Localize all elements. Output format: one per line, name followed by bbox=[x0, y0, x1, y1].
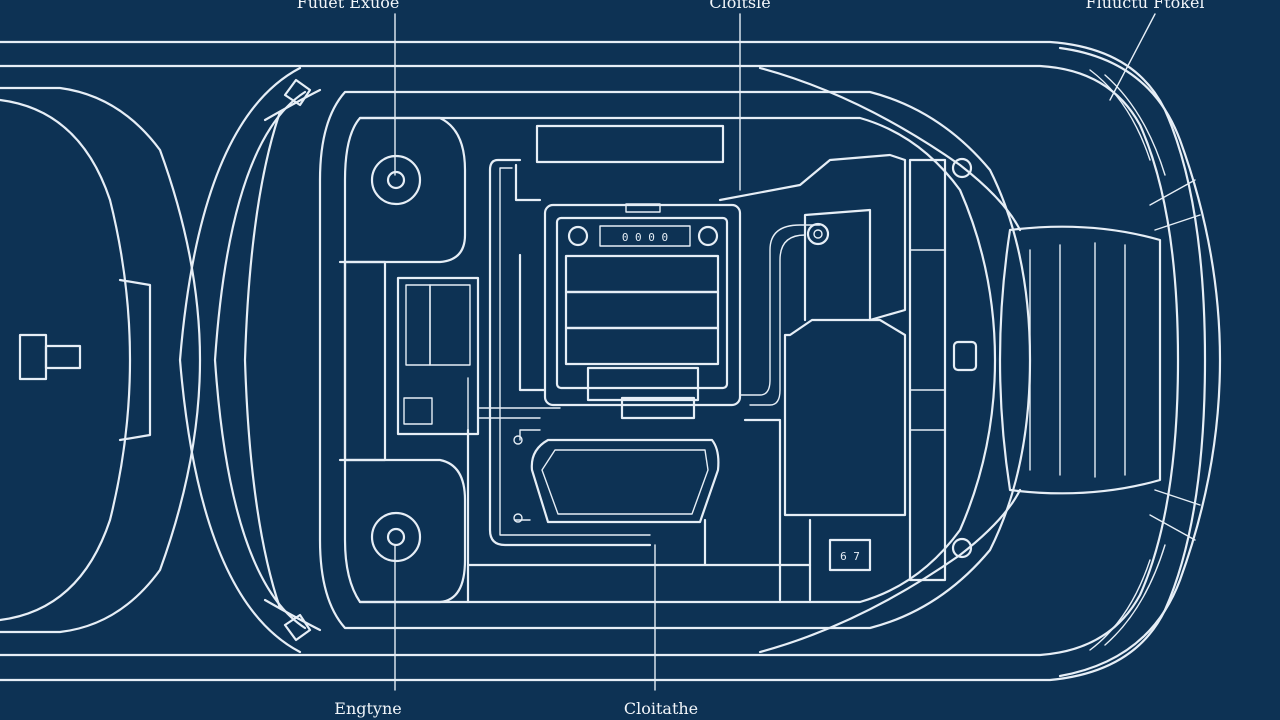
battery-terminal-left bbox=[567, 225, 589, 247]
hose-clip-1 bbox=[513, 435, 523, 445]
cabin-outline bbox=[0, 98, 132, 622]
strut-tower-top bbox=[338, 116, 467, 264]
fuse-box-inner bbox=[405, 284, 431, 366]
cowl-curve-3 bbox=[243, 110, 282, 610]
radiator-core bbox=[909, 249, 946, 431]
radiator-bolt-top bbox=[951, 157, 973, 179]
panel-tag: 6 7 bbox=[840, 550, 860, 563]
coolant-reservoir bbox=[530, 438, 720, 524]
wiring-harness-right bbox=[514, 163, 547, 392]
headlight-outline bbox=[998, 225, 1162, 495]
a-pillar-bottom bbox=[283, 613, 312, 642]
strut-mount-bottom-center bbox=[386, 527, 406, 547]
label-top-right: Fluuctu Ftokel bbox=[1085, 0, 1204, 12]
strut-tower-bottom bbox=[338, 458, 467, 604]
mirror-stem bbox=[44, 344, 82, 370]
fuse-box-inner-2 bbox=[429, 284, 471, 366]
wiring-harness-left-inner bbox=[499, 167, 651, 536]
engine-bay-inner bbox=[343, 116, 997, 604]
battery-cell-2 bbox=[564, 290, 720, 330]
intake-sensor-center bbox=[813, 229, 823, 239]
cowl-curve-outer bbox=[178, 66, 302, 654]
wiring-harness-left bbox=[488, 158, 652, 547]
battery bbox=[555, 216, 729, 390]
fuse-box-frame bbox=[343, 260, 387, 462]
front-grille-slats bbox=[1089, 69, 1201, 651]
headlight-lens bbox=[1029, 242, 1126, 478]
battery-cell-1 bbox=[564, 254, 720, 294]
car-body-inner-outline bbox=[0, 64, 1180, 657]
coolant-reservoir-inner bbox=[541, 449, 709, 515]
mirror-mount bbox=[18, 333, 48, 381]
leader-top-right bbox=[1109, 13, 1156, 101]
label-bottom-center: Cloitathe bbox=[624, 699, 698, 718]
wiper-right bbox=[263, 598, 322, 632]
lower-bay-panel bbox=[466, 428, 812, 604]
fuse-relay bbox=[403, 397, 433, 425]
left-side-trim bbox=[118, 278, 152, 442]
intake-sensor bbox=[806, 222, 830, 246]
car-body-side-line bbox=[0, 86, 202, 634]
label-bottom-left: Engtyne bbox=[334, 699, 401, 718]
fuse-box bbox=[396, 276, 480, 436]
strut-mount-top bbox=[370, 154, 422, 206]
radiator-bolt-bottom bbox=[951, 537, 973, 559]
engine-bay-outline bbox=[318, 90, 1032, 630]
strut-mount-bottom bbox=[370, 511, 422, 563]
lower-bay-panel-right bbox=[743, 418, 812, 602]
car-body-outline bbox=[0, 40, 1207, 682]
hose-clip-2 bbox=[513, 513, 523, 523]
battery-clamp-base bbox=[620, 396, 696, 420]
label-top-center: Cloitsle bbox=[709, 0, 770, 12]
hood-vent-panel bbox=[535, 124, 725, 164]
radiator-frame bbox=[908, 158, 947, 582]
front-bumper bbox=[1058, 46, 1222, 678]
air-intake-duct bbox=[718, 153, 907, 322]
wiper-left bbox=[263, 88, 322, 122]
battery-top-connector bbox=[625, 203, 661, 213]
radiator-sensor bbox=[952, 340, 978, 372]
label-top-left: Fuuet Exuoe bbox=[297, 0, 400, 12]
strut-mount-top-center bbox=[386, 170, 406, 190]
fuse-box-leads bbox=[467, 377, 561, 435]
battery-tray bbox=[543, 203, 742, 407]
battery-clamp bbox=[586, 366, 700, 402]
front-fender-lower bbox=[758, 488, 1022, 654]
air-filter-box bbox=[783, 318, 907, 517]
battery-display bbox=[599, 225, 691, 247]
cowl-curve-inner bbox=[213, 90, 307, 630]
front-fender-upper bbox=[758, 66, 1022, 232]
battery-readout: 0 0 0 0 bbox=[622, 231, 668, 244]
battery-cell-3 bbox=[564, 326, 720, 366]
panel-tag-box bbox=[828, 538, 872, 572]
a-pillar-top bbox=[283, 78, 312, 107]
battery-terminal-right bbox=[697, 225, 719, 247]
air-intake-pipe bbox=[739, 224, 821, 406]
